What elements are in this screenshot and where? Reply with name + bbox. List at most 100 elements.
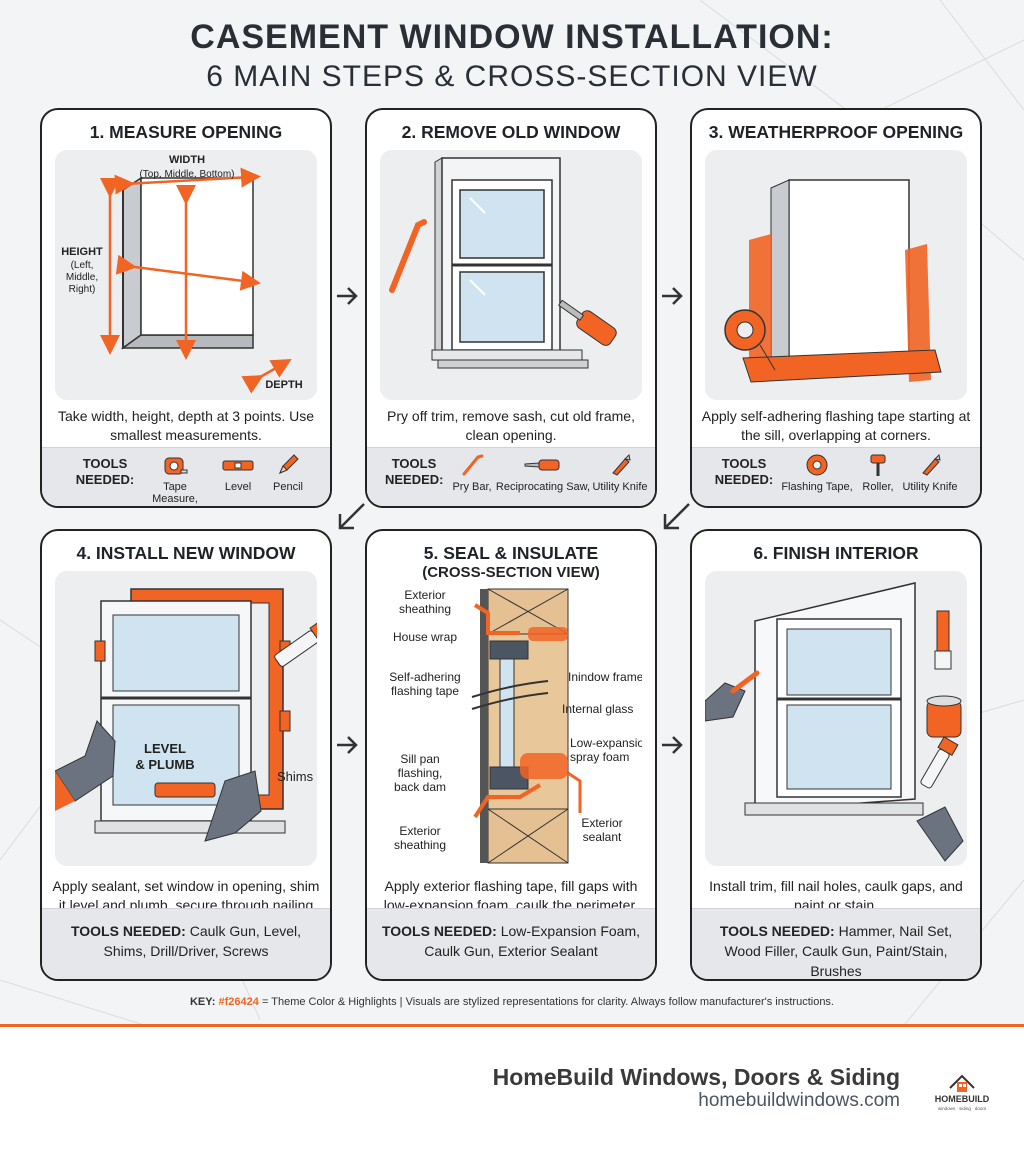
step-title: 3. WEATHERPROOF OPENING: [708, 122, 964, 142]
key-hex: #f26424: [218, 996, 259, 1008]
arrow-right-icon: [662, 736, 683, 754]
height-sublabel: (Left,: [71, 260, 94, 271]
depth-label: DEPTH: [265, 379, 302, 391]
key-meaning: = Theme Color & Highlights: [261, 996, 397, 1008]
tape-measure-icon: [164, 457, 188, 475]
width-sublabel: (Top, Middle, Bottom): [139, 169, 234, 180]
page-subtitle: 6 MAIN STEPS & CROSS-SECTION VIEW: [206, 60, 818, 93]
tools-list: Hammer, Nail Set, Wood Filler, Caulk Gun…: [724, 923, 953, 979]
tools-label: TOOLS NEEDED:: [714, 456, 774, 487]
step-card-4: 4. INSTALL NEW WINDOW LEVEL & PLUMB Shim…: [40, 529, 332, 981]
arrow-down-left-icon: [663, 503, 690, 530]
tool-name: Utility Knife: [592, 481, 648, 493]
arrow-right-icon: [337, 287, 358, 305]
page-title: CASEMENT WINDOW INSTALLATION:: [190, 18, 834, 56]
tool-name: Roller,: [862, 481, 894, 493]
tools-label: TOOLS NEEDED:: [70, 923, 186, 939]
tool-level: Level: [212, 452, 264, 493]
tool-flashing-tape: Flashing Tape,: [780, 452, 854, 493]
tools-list: Caulk Gun, Level, Shims, Drill/Driver, S…: [103, 923, 302, 959]
step-card-2: 2. REMOVE OLD WINDOW Pry off trim, remov…: [365, 108, 657, 508]
tool-name: Flashing Tape,: [781, 481, 853, 493]
label-internal-glass: Internal glass: [562, 702, 633, 716]
step-subtitle: (CROSS-SECTION VIEW): [422, 564, 600, 581]
label-spray-foam: spray foam: [570, 750, 629, 764]
pencil-icon: [279, 454, 299, 474]
height-sublabel: Middle,: [66, 272, 98, 283]
label-exterior-sealant: sealant: [583, 830, 622, 844]
tools-line: TOOLS NEEDED: Caulk Gun, Level, Shims, D…: [52, 921, 320, 961]
level-label: LEVEL: [144, 741, 186, 756]
step-title: 1. MEASURE OPENING: [89, 122, 283, 142]
pry-bar-icon: [462, 454, 484, 476]
label-exterior-sheathing: sheathing: [399, 602, 451, 616]
label-sill-pan: back dam: [394, 780, 446, 794]
tool-roller: Roller,: [856, 452, 900, 493]
tool-name: Tape Measure,: [152, 481, 198, 505]
step-title: 6. FINISH INTERIOR: [753, 543, 919, 563]
tools-panel: TOOLS NEEDED: Pry Bar, Reciprocating Saw…: [367, 447, 655, 506]
step-title: 5. SEAL & INSULATE: [423, 543, 599, 563]
utility-knife-icon: [612, 453, 631, 476]
height-sublabel: Right): [69, 284, 96, 295]
remove-window-illustration: [380, 150, 642, 400]
logo-text: HOMEBUILD: [935, 1094, 990, 1104]
tool-utility-knife: Utility Knife: [589, 452, 651, 493]
height-label: HEIGHT: [61, 246, 103, 258]
shims-label: Shims: [277, 769, 314, 784]
tool-pry-bar: Pry Bar,: [447, 452, 497, 493]
tool-reciprocating-saw: Reciprocating Saw,: [495, 452, 591, 493]
tool-pencil: Pencil: [266, 452, 310, 493]
tools-label: TOOLS NEEDED:: [381, 923, 497, 939]
label-exterior-sheathing: Exterior: [399, 824, 440, 838]
footer-divider: [0, 1024, 1024, 1027]
reciprocating-saw-icon: [524, 459, 560, 471]
cross-section-illustration: Exterior sheathing House wrap Self-adher…: [380, 585, 642, 866]
label-flashing-tape: flashing tape: [391, 684, 459, 698]
key-note: Visuals are stylized representations for…: [405, 996, 834, 1008]
tools-panel: TOOLS NEEDED: Hammer, Nail Set, Wood Fil…: [692, 908, 980, 979]
step-description: Apply self-adhering flashing tape starti…: [701, 408, 971, 443]
flashing-tape-icon: [806, 454, 828, 476]
level-icon: [222, 460, 254, 471]
tool-name: Reciprocating Saw,: [495, 481, 591, 493]
plumb-label: & PLUMB: [135, 757, 194, 772]
tools-panel: TOOLS NEEDED: Caulk Gun, Level, Shims, D…: [42, 908, 330, 979]
arrow-right-icon: [337, 736, 358, 754]
step-description: Pry off trim, remove sash, cut old frame…: [387, 408, 635, 443]
tools-list: Low-Expansion Foam, Caulk Gun, Exterior …: [424, 923, 641, 959]
width-label: WIDTH: [169, 154, 205, 166]
label-house-wrap: House wrap: [393, 630, 457, 644]
label-sill-pan: Sill pan: [400, 752, 439, 766]
arrow-down-left-icon: [338, 503, 365, 530]
label-exterior-sheathing: sheathing: [394, 838, 446, 852]
label-sill-pan: flashing,: [398, 766, 443, 780]
company-url[interactable]: homebuildwindows.com: [698, 1090, 900, 1111]
label-exterior-sheathing: Exterior: [404, 588, 445, 602]
logo-tagline: windows · siding · doors: [938, 1106, 987, 1111]
tools-panel: TOOLS NEEDED: Tape Measure, Level Pencil: [42, 447, 330, 506]
weatherproof-illustration: [705, 150, 967, 400]
tool-name: Utility Knife: [902, 481, 958, 493]
tools-panel: TOOLS NEEDED: Low-Expansion Foam, Caulk …: [367, 908, 655, 979]
step-card-5: 5. SEAL & INSULATE (CROSS-SECTION VIEW) …: [365, 529, 657, 981]
install-window-illustration: LEVEL & PLUMB Shims: [55, 571, 317, 866]
tools-label: TOOLS NEEDED:: [719, 923, 835, 939]
step-title: 4. INSTALL NEW WINDOW: [76, 543, 296, 563]
step-card-3: 3. WEATHERPROOF OPENING Apply self-adher…: [690, 108, 982, 508]
tool-name: Pencil: [273, 481, 303, 493]
tools-panel: TOOLS NEEDED: Flashing Tape, Roller, Uti…: [692, 447, 980, 506]
tools-label: TOOLS NEEDED:: [75, 456, 135, 487]
step-card-1: 1. MEASURE OPENING WIDTH (Top, Middle, B…: [40, 108, 332, 508]
step-description: Take width, height, depth at 3 points. U…: [57, 408, 315, 443]
label-window-frame: Inindow frame: [568, 670, 642, 684]
label-exterior-sealant: Exterior: [581, 816, 622, 830]
tool-utility-knife: Utility Knife: [898, 452, 962, 493]
arrow-right-icon: [662, 287, 683, 305]
step-card-6: 6. FINISH INTERIOR Install trim, fill na…: [690, 529, 982, 981]
tools-line: TOOLS NEEDED: Low-Expansion Foam, Caulk …: [377, 921, 645, 961]
key-label: KEY:: [189, 996, 216, 1008]
tool-name: Level: [224, 481, 252, 493]
footer: [0, 1027, 1024, 1154]
tool-name: Pry Bar,: [452, 481, 492, 493]
